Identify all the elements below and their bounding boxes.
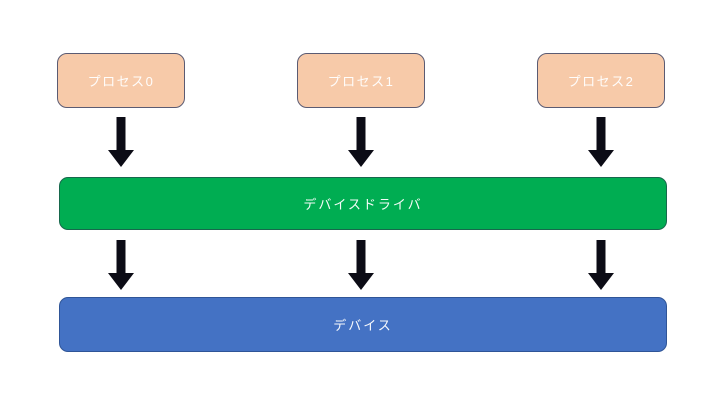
process-box-1: プロセス1 — [297, 53, 425, 108]
down-arrow-icon — [588, 240, 614, 290]
device-bar: デバイス — [59, 297, 667, 352]
down-arrow-icon — [348, 117, 374, 167]
down-arrow-icon — [108, 240, 134, 290]
device-driver-bar: デバイスドライバ — [59, 177, 667, 230]
down-arrow-icon — [348, 240, 374, 290]
process-1-label: プロセス1 — [327, 74, 395, 89]
down-arrow-icon — [108, 117, 134, 167]
process-box-0: プロセス0 — [57, 53, 185, 108]
process-2-label: プロセス2 — [567, 74, 635, 89]
process-0-label: プロセス0 — [87, 74, 155, 89]
process-box-2: プロセス2 — [537, 53, 665, 108]
device-label: デバイス — [333, 318, 393, 333]
device-driver-label: デバイスドライバ — [303, 197, 423, 212]
down-arrow-icon — [588, 117, 614, 167]
